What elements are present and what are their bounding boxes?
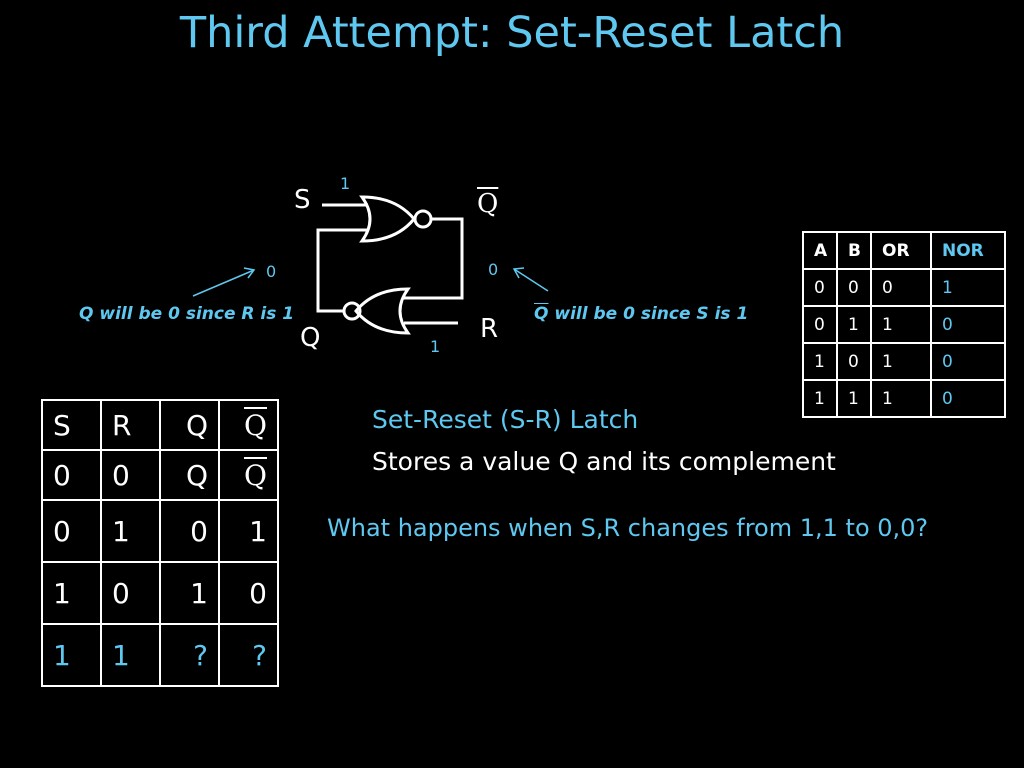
qbar-note-symbol: Q bbox=[534, 304, 549, 324]
header-nor: NOR bbox=[930, 231, 1006, 270]
qbar-note-arrow bbox=[513, 268, 549, 292]
cell: 0 bbox=[930, 342, 1006, 381]
cell: 1 bbox=[802, 379, 838, 418]
table-row: A B OR NOR bbox=[802, 231, 1006, 270]
r-value: 1 bbox=[430, 337, 441, 356]
cell: 1 bbox=[870, 305, 932, 344]
q-note-arrow bbox=[192, 269, 255, 297]
cell: 0 bbox=[930, 305, 1006, 344]
cell: 1 bbox=[836, 379, 872, 418]
cell: 0 bbox=[159, 499, 220, 563]
slide-title: Third Attempt: Set-Reset Latch bbox=[179, 8, 845, 58]
top-nor-gate bbox=[359, 195, 416, 243]
table-row: 1 1 ? ? bbox=[41, 623, 279, 687]
cell: 0 bbox=[218, 561, 279, 625]
cell: 1 bbox=[100, 499, 161, 563]
q-note: Q will be 0 since R is 1 bbox=[79, 304, 295, 324]
cell: ? bbox=[159, 623, 220, 687]
cell: 1 bbox=[159, 561, 220, 625]
cell: 1 bbox=[930, 268, 1006, 307]
top-nor-bubble bbox=[413, 209, 433, 229]
table-row: 1 0 1 0 bbox=[802, 342, 1006, 381]
table-row: 1 0 1 0 bbox=[41, 561, 279, 625]
q-label: Q bbox=[300, 323, 321, 353]
qbar-label: Q bbox=[477, 189, 499, 219]
header-s: S bbox=[41, 399, 102, 451]
header-or: OR bbox=[870, 231, 932, 270]
latch-truth-table: S R Q Q 0 0 Q Q 0 1 0 1 1 0 1 0 1 1 ? ? bbox=[41, 399, 279, 687]
cell: 0 bbox=[836, 268, 872, 307]
header-a: A bbox=[802, 231, 838, 270]
qbar-note: Q will be 0 since S is 1 bbox=[534, 304, 748, 324]
qbar-value: 0 bbox=[488, 260, 499, 279]
table-row: 0 0 Q Q bbox=[41, 449, 279, 501]
cell: Q bbox=[218, 449, 279, 501]
latch-description: Stores a value Q and its complement bbox=[372, 447, 836, 476]
r-label: R bbox=[480, 314, 499, 344]
cell: 1 bbox=[41, 623, 102, 687]
cell: 0 bbox=[41, 449, 102, 501]
table-row: S R Q Q bbox=[41, 399, 279, 451]
s-label: S bbox=[294, 185, 311, 215]
cell: 0 bbox=[836, 342, 872, 381]
s-value: 1 bbox=[340, 174, 351, 193]
header-b: B bbox=[836, 231, 872, 270]
cell: 1 bbox=[218, 499, 279, 563]
question-text: What happens when S,R changes from 1,1 t… bbox=[327, 514, 929, 542]
latch-heading: Set-Reset (S-R) Latch bbox=[372, 405, 639, 434]
cell: 0 bbox=[802, 305, 838, 344]
cell: 0 bbox=[870, 268, 932, 307]
cell: 0 bbox=[802, 268, 838, 307]
cell: 0 bbox=[100, 449, 161, 501]
bottom-nor-gate bbox=[354, 287, 411, 335]
cell: 0 bbox=[100, 561, 161, 625]
cell: 1 bbox=[41, 561, 102, 625]
header-qbar: Q bbox=[218, 399, 279, 451]
nor-truth-table: A B OR NOR 0 0 0 1 0 1 1 0 1 0 1 0 1 1 1… bbox=[802, 231, 1006, 418]
cell: 1 bbox=[100, 623, 161, 687]
cell: 0 bbox=[930, 379, 1006, 418]
header-q: Q bbox=[159, 399, 220, 451]
header-r: R bbox=[100, 399, 161, 451]
cell: Q bbox=[159, 449, 220, 501]
q-value: 0 bbox=[266, 262, 277, 281]
cell: 1 bbox=[870, 342, 932, 381]
table-row: 0 1 1 0 bbox=[802, 305, 1006, 344]
cell: 1 bbox=[802, 342, 838, 381]
cell: 0 bbox=[41, 499, 102, 563]
qbar-feedback-wire bbox=[404, 217, 464, 300]
cell: 1 bbox=[836, 305, 872, 344]
table-row: 0 1 0 1 bbox=[41, 499, 279, 563]
q-feedback-wire bbox=[316, 228, 368, 313]
cell: ? bbox=[218, 623, 279, 687]
qbar-note-text: will be 0 since S is 1 bbox=[548, 304, 749, 324]
table-row: 0 0 0 1 bbox=[802, 268, 1006, 307]
cell: 1 bbox=[870, 379, 932, 418]
table-row: 1 1 1 0 bbox=[802, 379, 1006, 418]
